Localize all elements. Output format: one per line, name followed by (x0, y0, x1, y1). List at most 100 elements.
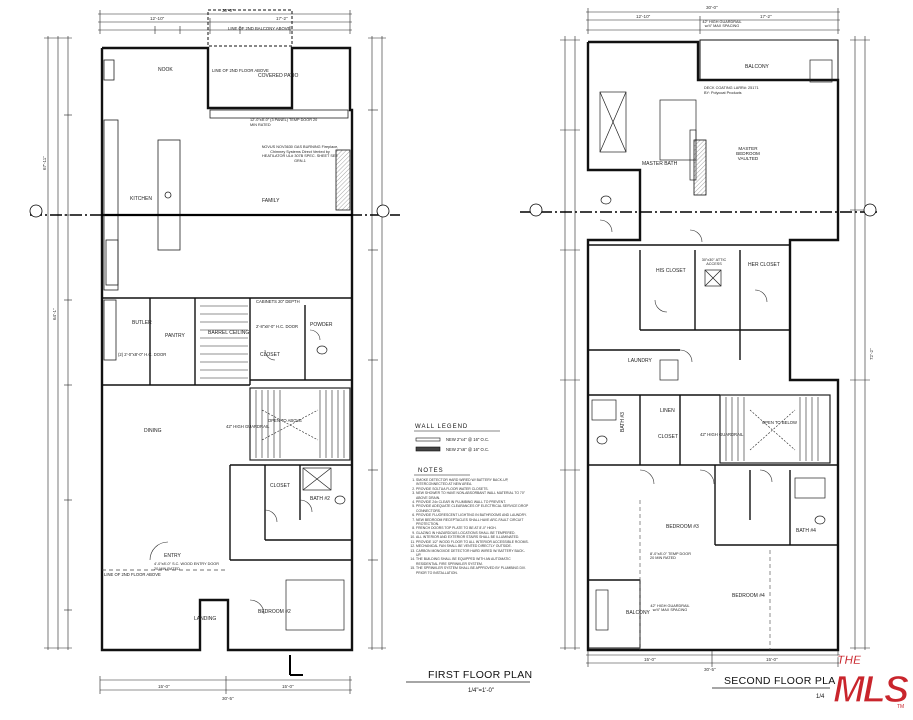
note-item: THE SPRINKLER SYSTEM SHALL BE APPROVED B… (416, 566, 530, 575)
ff-stairs (200, 305, 351, 461)
sf-note-temp-door: 8'-0"x8'-0" TEMP DOOR 20 MIN RATED (650, 552, 691, 561)
sf-room-master-bedroom-text: MASTER BEDROOM VAULTED (736, 146, 760, 160)
sf-dim-bottom-total: 30'-5" (704, 667, 716, 672)
sf-dim-top-total: 30'-0" (706, 5, 718, 10)
note-item: SMOKE DETECTOR HARD WIRED W/ BATTERY BAC… (416, 478, 530, 487)
note-item: CARBON MONOXIDE DETECTOR HARD WIRED W/ B… (416, 549, 530, 558)
sf-dim-bottom-left: 15'-0" (644, 657, 656, 662)
ff-room-entry: ENTRY (164, 553, 182, 559)
sf-dim-top-right: 17'-2" (760, 14, 772, 19)
ff-fireplace (335, 149, 351, 211)
sf-bath-fixtures (591, 359, 826, 631)
sf-dim-side: 72'-2" (869, 348, 874, 360)
ff-dim-side-a: 67'-11" (42, 156, 47, 170)
sf-room-attic-access: 30"x30" ATTIC ACCESS (702, 258, 727, 266)
note-item: THE BUILDING SHALL BE EQUIPPED WITH AN A… (416, 557, 530, 566)
general-notes: NOTES SMOKE DETECTOR HARD WIRED W/ BATTE… (406, 468, 530, 628)
note-item: GLAZING IN HAZARDOUS LOCATIONS SHALL BE … (416, 531, 530, 535)
ff-dim-top-left: 12'-10" (150, 16, 165, 21)
note-item: PROVIDE 1/2" WOOD FLOOR TO ALL INTERIOR … (416, 540, 530, 544)
note-item: FRENCH DOORS TOP PLATE TO BE AT 8'-0" HI… (416, 526, 530, 530)
ff-note-temp-door: 12'-0"x8'-0" (3 PANEL) TEMP DOOR 20 MIN … (250, 118, 318, 127)
sf-room-balcony-top: BALCONY (745, 64, 770, 70)
ff-room-bedroom2: BEDROOM #2 (258, 609, 291, 615)
first-floor-scale: 1/4"=1'-0" (468, 688, 494, 694)
sf-section-marker-right (863, 203, 877, 217)
ff-room-nook: NOOK (158, 67, 173, 73)
ff-note-fireplace-text: NOVUS NOV3630 GAS BURNING Fireplace, Chi… (261, 145, 339, 163)
notes-heading: NOTES (418, 468, 444, 474)
note-item: PROVIDE 24x CLEAR IN PLUMBING WALL TO PR… (416, 500, 530, 504)
sf-room-bedroom3: BEDROOM #3 (666, 524, 699, 530)
ff-section-marker-left (29, 204, 43, 218)
wall-legend: WALL LEGEND NEW 2"x4" @ 16" O.C. NEW 2"x… (414, 424, 500, 452)
ff-room-open-above: OPEN TO ABOVE (268, 418, 302, 423)
sf-note-guardrail-top-text: 42" HIGH GUARDRAIL w/4" MAX SPACING (702, 20, 742, 29)
ff-note-door-2: (2) 2'-0"x8'-0" H.C. DOOR (118, 352, 166, 357)
mls-logo: THE MLS TM (832, 653, 909, 712)
ff-room-kitchen: KITCHEN (130, 196, 152, 202)
second-floor-plan: 30'-0" 12'-10" 17'-2" 72'-2" (520, 5, 880, 672)
ff-balcony-above (207, 9, 293, 47)
second-floor-side-dimensions (560, 36, 870, 650)
mls-logo-mls: MLS (833, 669, 909, 711)
ff-note-cabinets: CABINETS 20" DEPTH (256, 299, 300, 304)
ff-note-temp-door-text: 12'-0"x8'-0" (3 PANEL) TEMP DOOR 20 MIN … (250, 118, 318, 127)
sf-room-bedroom4: BEDROOM #4 (732, 593, 765, 599)
sf-note-guardrail-mid: 42" HIGH GUARDRAIL (700, 432, 744, 437)
ff-note-fireplace: NOVUS NOV3630 GAS BURNING Fireplace, Chi… (261, 145, 339, 163)
note-item: NEW SHOWER TO HAVE NON-ABSORBANT WALL MA… (416, 491, 530, 500)
ff-note-entry-door-text: 4'-0"x8'-0" S.C. WOOD ENTRY DOOR 20 MIN … (154, 562, 219, 571)
sf-note-guardrail-top: 42" HIGH GUARDRAIL w/4" MAX SPACING (702, 20, 742, 29)
sf-room-her-closet: HER CLOSET (748, 262, 780, 268)
ff-room-pantry: PANTRY (165, 333, 185, 339)
notes-ordered-list: SMOKE DETECTOR HARD WIRED W/ BATTERY BAC… (406, 478, 530, 575)
mls-logo-the: THE (837, 653, 862, 667)
second-floor-bottom-dimensions (586, 651, 840, 667)
sf-room-his-closet: HIS CLOSET (656, 268, 686, 274)
ff-dim-bottom-left: 15'-0" (158, 684, 170, 689)
second-floor-top-dimensions (586, 8, 840, 34)
ff-room-closet: CLOSET (260, 352, 280, 358)
sf-room-laundry: LAUNDRY (628, 358, 652, 364)
sf-room-linen: LINEN (660, 408, 675, 414)
sf-balcony-top (699, 39, 839, 81)
second-floor-exterior-walls (586, 40, 840, 652)
sf-note-guardrail-bottom-text: 42" HIGH GUARDRAIL w/4" MAX SPACING (650, 604, 690, 613)
first-floor-exterior-walls (100, 46, 354, 652)
note-item: ALL INTERIOR AND EXTERIOR STAIRS SHALL B… (416, 535, 530, 539)
ff-room-dining: DINING (144, 428, 162, 434)
sf-room-closet: CLOSET (658, 434, 678, 440)
ff-room-barrel-ceiling: BARREL CEILING (208, 330, 249, 336)
first-floor-plan: 30'-0" 12'-10" 17'-2" 67'-11" 64'-1" (29, 8, 400, 701)
sf-room-master-bath: MASTER BATH (642, 161, 678, 167)
legend-line-2: NEW 2"x6" @ 16" O.C. (446, 447, 489, 452)
ff-note-floor-line-2: LINE OF 2ND FLOOR ABOVE (104, 572, 161, 577)
legend-line-1: NEW 2"x4" @ 16" O.C. (446, 437, 489, 442)
note-item: PROVIDE SOLTUA FLOOR WATER CLOSETS. (416, 487, 530, 491)
ff-dim-bottom-right: 15'-0" (282, 684, 294, 689)
ff-kitchen-fixtures (103, 59, 349, 361)
sf-door-swings (599, 219, 773, 485)
sf-dim-top-left: 12'-10" (636, 14, 651, 19)
sf-note-deck: DECK COATING LARR#: 25171 BY: Polycoat P… (704, 86, 759, 95)
sf-note-temp-door-text: 8'-0"x8'-0" TEMP DOOR 20 MIN RATED (650, 552, 691, 561)
sf-room-bath3: BATH #3 (620, 412, 626, 432)
first-floor-top-dimensions (98, 10, 352, 34)
ff-room-powder: POWDER (310, 322, 333, 328)
sf-master-bath-fixtures (599, 59, 833, 287)
sf-room-bath4: BATH #4 (796, 528, 816, 534)
ff-note-guardrail: 42" HIGH GUARDRAIL (226, 424, 270, 429)
ff-note-entry-door: 4'-0"x8'-0" S.C. WOOD ENTRY DOOR 20 MIN … (154, 562, 219, 571)
ff-note-door-1: 2'-8"x8'-0" H.C. DOOR (256, 324, 298, 329)
legend-heading: WALL LEGEND (415, 424, 468, 430)
first-floor-bottom-dimensions (99, 676, 352, 694)
ff-room-family: FAMILY (262, 198, 280, 204)
sf-note-deck-text: DECK COATING LARR#: 25171 BY: Polycoat P… (704, 86, 759, 95)
ff-room-bath2: BATH #2 (310, 496, 330, 502)
sf-dim-bottom-right: 15'-0" (766, 657, 778, 662)
ff-bath-fixtures (285, 345, 346, 631)
mls-logo-tm: TM (897, 704, 904, 710)
first-floor-title: FIRST FLOOR PLAN (428, 669, 532, 681)
